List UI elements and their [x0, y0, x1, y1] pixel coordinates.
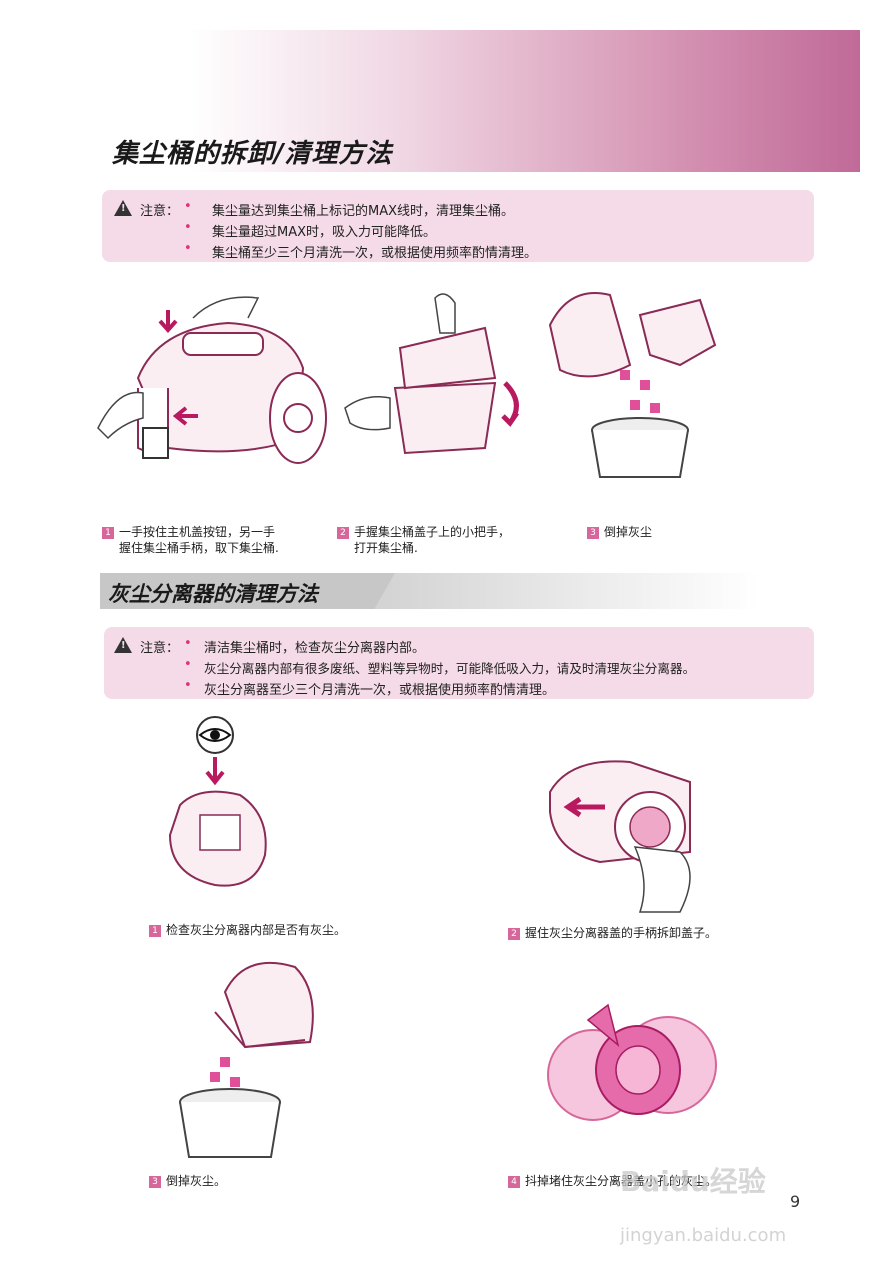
step-number: 1 [149, 925, 161, 937]
bullet: • [184, 678, 192, 693]
open-bin-lid-illustration [344, 293, 520, 455]
bullet: • [184, 220, 192, 235]
bullet: • [184, 241, 192, 256]
watermark-logo: Baidu经验 [620, 1165, 766, 1198]
section2-note-box: ! 注意： • • • 清洁集尘桶时，检查灰尘分离器内部。 灰尘分离器内部有很多… [104, 627, 814, 699]
bullet: • [184, 636, 192, 651]
note-line: 灰尘分离器至少三个月清洗一次，或根据使用频率酌情清理。 [204, 683, 556, 698]
note-line: 灰尘分离器内部有很多废纸、塑料等异物时，可能降低吸入力，请及时清理灰尘分离器。 [204, 661, 696, 676]
empty-dust-illustration [548, 292, 717, 478]
note-line: 清洁集尘桶时，检查灰尘分离器内部。 [204, 641, 426, 656]
step-number: 2 [337, 527, 349, 539]
section1-note-box: ! 注意： • • • 集尘量达到集尘桶上标记的MAX线时，清理集尘桶。 集尘量… [102, 190, 814, 262]
note-line: 集尘量超过MAX时，吸入力可能降低。 [212, 225, 437, 240]
vacuum-remove-bin-illustration [97, 296, 327, 464]
empty-separator-dust-illustration [179, 961, 314, 1158]
section2-title: 灰尘分离器的清理方法 [108, 582, 318, 606]
note-label: 注意： [140, 204, 180, 219]
page-number: 9 [790, 1192, 801, 1211]
watermark-url: jingyan.baidu.com [620, 1225, 787, 1246]
header-band [190, 30, 860, 172]
section2-heading-tab [100, 573, 395, 609]
step-number: 3 [587, 527, 599, 539]
step-number: 3 [149, 1176, 161, 1188]
shake-separator-cover-illustration [547, 1003, 717, 1121]
bullet: • [184, 199, 192, 214]
remove-separator-cover-illustration [549, 760, 691, 913]
note-label: 注意： [140, 641, 180, 656]
step-number: 4 [508, 1176, 520, 1188]
warning-icon: ! [114, 200, 132, 216]
inspect-separator-illustration [168, 716, 267, 887]
note-line: 集尘桶至少三个月清洗一次，或根据使用频率酌情清理。 [212, 246, 538, 261]
step-number: 1 [102, 527, 114, 539]
section1-title: 集尘桶的拆卸/清理方法 [112, 139, 393, 169]
bullet: • [184, 657, 192, 672]
note-line: 集尘量达到集尘桶上标记的MAX线时，清理集尘桶。 [212, 204, 515, 219]
warning-icon: ! [114, 637, 132, 653]
step-number: 2 [508, 928, 520, 940]
